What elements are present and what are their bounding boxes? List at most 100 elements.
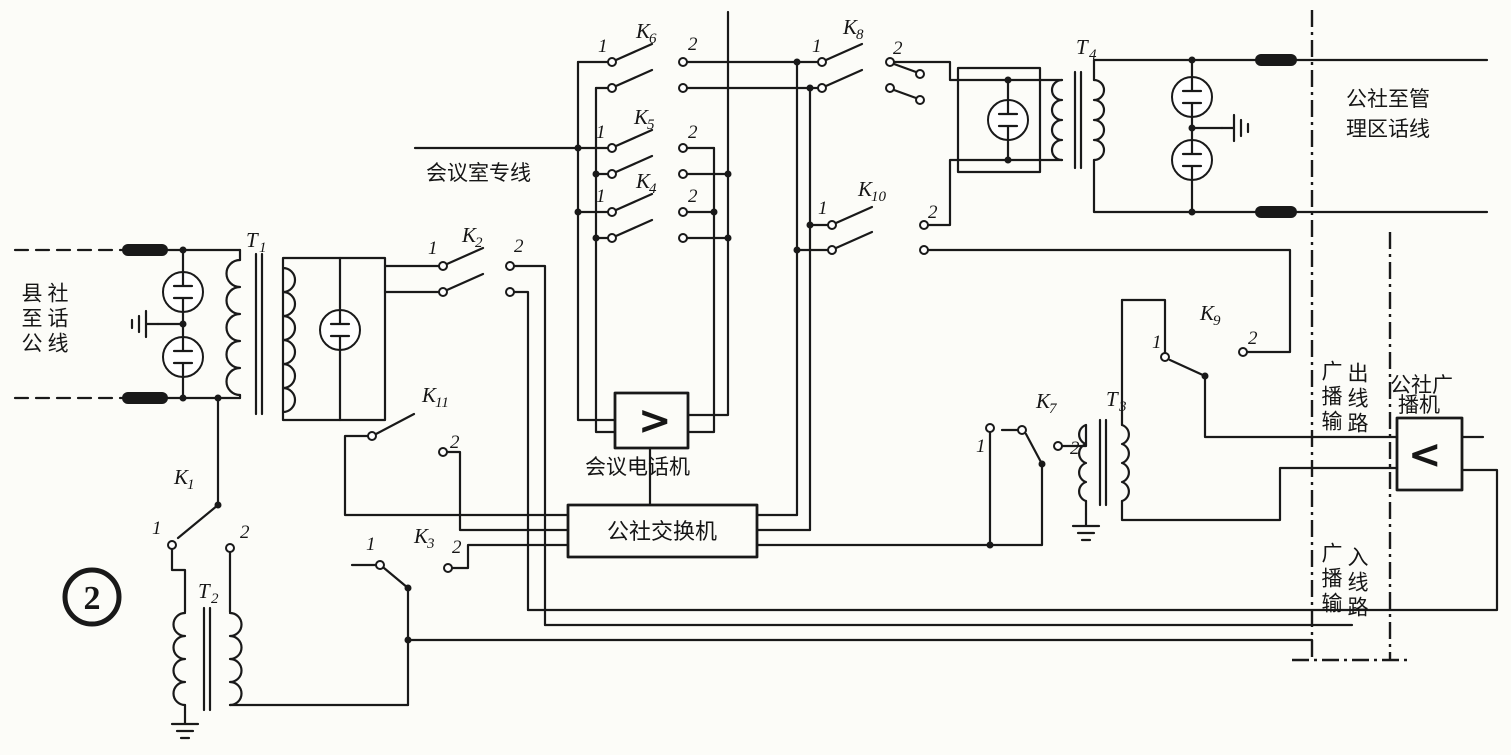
label-broadcast-out-col1: 广播输 <box>1319 360 1343 435</box>
switch-k8: 1 K 8 2 <box>812 15 925 105</box>
arrester-icon <box>161 335 205 379</box>
svg-text:2: 2 <box>475 235 483 251</box>
switch-k10: K 10 1 2 <box>795 177 1292 354</box>
svg-text:1: 1 <box>598 36 608 57</box>
figure-number-badge: 2 <box>62 567 122 627</box>
line-fuse <box>1255 206 1297 218</box>
label-county-line-col1: 县至公 <box>19 282 43 357</box>
label-broadcast-in-col1: 广播输 <box>1319 542 1343 617</box>
svg-text:1: 1 <box>259 240 267 256</box>
transformer-t4: T 4 <box>892 35 1257 227</box>
line-fuse <box>122 244 168 256</box>
svg-text:K: K <box>461 223 477 247</box>
arrester-icon <box>161 270 205 314</box>
svg-text:K: K <box>842 15 858 39</box>
switch-k2: 1 K 2 2 <box>428 223 547 627</box>
county-line-input <box>13 244 242 404</box>
switch-k9: K 9 1 2 <box>1120 298 1399 439</box>
svg-text:T: T <box>198 579 211 603</box>
selector-column: 1 K 6 2 1 K 5 2 1 K 4 2 会议室专线 <box>413 10 820 532</box>
svg-text:2: 2 <box>1070 438 1080 459</box>
ground-icon <box>1220 113 1250 143</box>
svg-text:2: 2 <box>240 522 250 543</box>
label-broadcast-out-col2: 出线路 <box>1345 362 1369 437</box>
switch-k5: 1 K 5 2 <box>596 105 698 179</box>
ground-icon <box>130 309 160 339</box>
switch-k1: K 1 1 2 <box>152 396 250 614</box>
svg-text:2: 2 <box>688 186 698 207</box>
arrester-icon <box>986 98 1030 142</box>
label-commune-broadcaster-1: 公社广 <box>1390 373 1453 397</box>
svg-text:2: 2 <box>1248 328 1258 349</box>
label-commune-broadcaster-2: 播机 <box>1398 393 1440 417</box>
svg-text:K: K <box>421 383 437 407</box>
svg-text:1: 1 <box>596 186 606 207</box>
svg-text:T: T <box>1106 387 1119 411</box>
boundary-dashdot <box>1292 10 1410 662</box>
svg-text:11: 11 <box>435 395 449 411</box>
svg-text:10: 10 <box>871 189 887 205</box>
svg-text:K: K <box>635 169 651 193</box>
svg-text:1: 1 <box>187 477 195 493</box>
arrester-icon <box>318 308 362 352</box>
svg-text:3: 3 <box>426 536 435 552</box>
commune-switchboard-box: 公社交换机 <box>566 423 1044 559</box>
svg-text:1: 1 <box>428 238 438 259</box>
switch-k7: K 7 1 2 <box>976 389 1088 468</box>
conference-phone-symbol-icon: > <box>638 398 672 444</box>
label-county-line-col2: 社话线 <box>45 282 69 357</box>
line-fuse <box>1255 54 1297 66</box>
svg-text:K: K <box>1199 301 1215 325</box>
transformer-t1: T 1 <box>225 228 441 422</box>
switch-k3: 1 K 3 2 <box>350 524 570 707</box>
label-commune-switchboard: 公社交换机 <box>607 520 717 545</box>
ground-icon <box>170 710 200 740</box>
svg-text:K: K <box>635 19 651 43</box>
svg-text:2: 2 <box>928 202 938 223</box>
svg-text:2: 2 <box>450 432 460 453</box>
svg-text:2: 2 <box>688 34 698 55</box>
svg-text:3: 3 <box>1118 399 1127 415</box>
line-fuse <box>122 392 168 404</box>
ground-icon <box>1071 512 1101 542</box>
arrester-icon <box>1170 138 1214 182</box>
svg-text:K: K <box>173 465 189 489</box>
svg-text:2: 2 <box>893 38 903 59</box>
svg-text:K: K <box>857 177 873 201</box>
switch-k11: K 11 2 <box>343 383 570 532</box>
district-line-protection: 公社至管 理区话线 <box>1170 54 1489 218</box>
svg-text:2: 2 <box>452 537 462 558</box>
transformer-t2: T 2 <box>170 579 410 740</box>
svg-text:T: T <box>1076 35 1089 59</box>
svg-text:5: 5 <box>647 117 655 133</box>
svg-text:K: K <box>1035 389 1051 413</box>
label-conference-phone: 会议电话机 <box>585 455 690 479</box>
svg-text:2: 2 <box>211 591 219 607</box>
svg-text:9: 9 <box>1213 313 1221 329</box>
svg-text:7: 7 <box>1049 401 1058 417</box>
broadcast-machine-box: < 公社广 播机 <box>1390 373 1485 492</box>
figure-number: 2 <box>84 580 101 617</box>
svg-text:K: K <box>413 524 429 548</box>
transformer-t1-label: T <box>246 228 259 252</box>
switch-k6: 1 K 6 2 <box>598 19 698 93</box>
svg-text:1: 1 <box>152 518 162 539</box>
svg-text:1: 1 <box>596 122 606 143</box>
svg-text:1: 1 <box>976 436 986 457</box>
svg-text:1: 1 <box>366 534 376 555</box>
label-conference-room-line: 会议室专线 <box>426 161 531 185</box>
label-district-line-1: 公社至管 <box>1346 87 1430 111</box>
svg-text:4: 4 <box>649 181 657 197</box>
transformer-t3: T 3 <box>1071 298 1399 542</box>
svg-text:2: 2 <box>688 122 698 143</box>
svg-text:6: 6 <box>649 31 657 47</box>
svg-text:2: 2 <box>514 236 524 257</box>
broadcast-symbol-icon: < <box>1408 432 1442 478</box>
switch-k4: 1 K 4 2 <box>596 169 698 243</box>
label-district-line-2: 理区话线 <box>1346 117 1430 141</box>
broadcast-buses <box>406 468 1499 642</box>
svg-text:K: K <box>633 105 649 129</box>
arrester-icon <box>1170 75 1214 119</box>
